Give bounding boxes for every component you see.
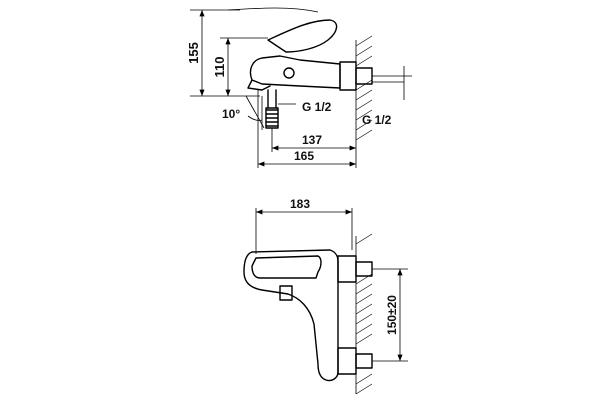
hose-outlet	[265, 89, 279, 129]
mixer-body-side	[249, 55, 341, 89]
dim-150-group: 150±20	[372, 268, 408, 362]
dim-183-label: 183	[290, 197, 310, 211]
wall-connector-lower	[337, 347, 373, 375]
side-view: 155 110 10° G 1/2 G 1/2	[186, 7, 412, 168]
dim-165-label: 165	[294, 149, 314, 163]
angle-10-group: 10°	[222, 95, 265, 130]
dim-150-label: 150±20	[385, 295, 399, 335]
dim-155-label: 155	[186, 42, 201, 64]
dim-155-group: 155	[186, 9, 260, 97]
thread-inlet-label: G 1/2	[362, 113, 392, 127]
dim-137-group: 137	[271, 128, 357, 168]
dim-165-group: 165	[257, 90, 356, 168]
outlet-stub-front	[279, 285, 293, 301]
dim-110-group: 110	[212, 37, 268, 96]
dim-110-label: 110	[212, 57, 227, 78]
diverter-button-side	[283, 67, 295, 79]
front-view: 183 150±20	[243, 197, 408, 395]
wall-connector-upper	[337, 255, 373, 283]
lever-front	[251, 255, 322, 279]
wall-connector-top	[339, 61, 412, 91]
dim-137-label: 137	[302, 133, 322, 147]
thread-outlet-group: G 1/2	[278, 100, 332, 114]
mixer-body-front	[243, 249, 339, 382]
dim-183-group: 183	[255, 197, 353, 254]
lever-side	[267, 19, 338, 53]
angle-10-label: 10°	[222, 107, 240, 121]
wall-hatching-front	[355, 233, 373, 395]
thread-outlet-label: G 1/2	[302, 100, 332, 114]
thread-inlet-group: G 1/2	[362, 66, 405, 127]
